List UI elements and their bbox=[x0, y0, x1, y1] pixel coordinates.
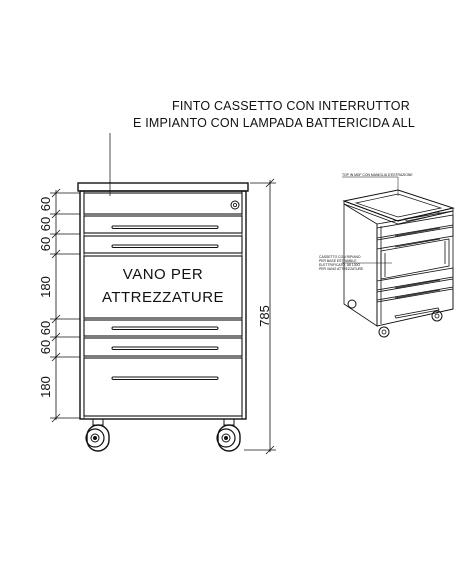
dimension-label: 60 bbox=[38, 340, 53, 354]
iso-drawer-note-line4: PER VANO ATTREZZATURE bbox=[319, 267, 364, 271]
dimension-label: 180 bbox=[38, 376, 53, 398]
total-height-dimension bbox=[244, 178, 276, 455]
left-dimension-chain bbox=[50, 188, 80, 423]
callout-text-line2: E IMPIANTO CON LAMPADA BATTERICIDA ALL bbox=[133, 116, 415, 130]
cart-body bbox=[79, 190, 247, 420]
drawer-handle bbox=[111, 244, 219, 248]
dimension-label: 60 bbox=[38, 321, 53, 335]
callout-text-line1: FINTO CASSETTO CON INTERRUTTOR bbox=[172, 99, 410, 113]
drawer-3 bbox=[83, 235, 243, 254]
cart-isometric-view bbox=[342, 189, 455, 338]
drawer-handle bbox=[111, 346, 219, 350]
iso-drawer-note-line2: PER BASE ESTRAIBILE bbox=[319, 259, 357, 263]
iso-drawer-note-line1: CASSETTO CON RIPIANO bbox=[319, 255, 361, 259]
cart-top-slab bbox=[77, 182, 249, 192]
drawer-2 bbox=[83, 215, 243, 234]
equipment-compartment bbox=[83, 255, 243, 319]
dimension-label: 180 bbox=[38, 276, 53, 298]
drawer-handle bbox=[111, 225, 219, 229]
drawer-7 bbox=[83, 357, 243, 417]
dimension-label: 60 bbox=[38, 237, 53, 251]
compartment-label-line2: ATTREZZATURE bbox=[102, 289, 224, 306]
drawer-6 bbox=[83, 337, 243, 357]
drawer-handle bbox=[111, 326, 219, 330]
switch-icon bbox=[230, 200, 240, 210]
iso-drawer-note-line3: ELETTRIFICATO, A8 130O bbox=[319, 263, 361, 267]
drawer-5 bbox=[83, 319, 243, 337]
caster-wheel-left bbox=[85, 424, 110, 452]
fake-drawer bbox=[83, 192, 243, 215]
total-height-label: 785 bbox=[257, 305, 272, 327]
dimension-label: 60 bbox=[38, 217, 53, 231]
drawer-handle bbox=[111, 376, 219, 380]
iso-top-note: TOP IN MDF CON MANIGLIA D'ESTRAZIONE bbox=[342, 173, 413, 177]
compartment-label-line1: VANO PER bbox=[123, 266, 203, 283]
caster-wheel-right bbox=[216, 424, 241, 452]
dimension-label: 60 bbox=[38, 197, 53, 211]
cart-front-view bbox=[77, 182, 249, 452]
